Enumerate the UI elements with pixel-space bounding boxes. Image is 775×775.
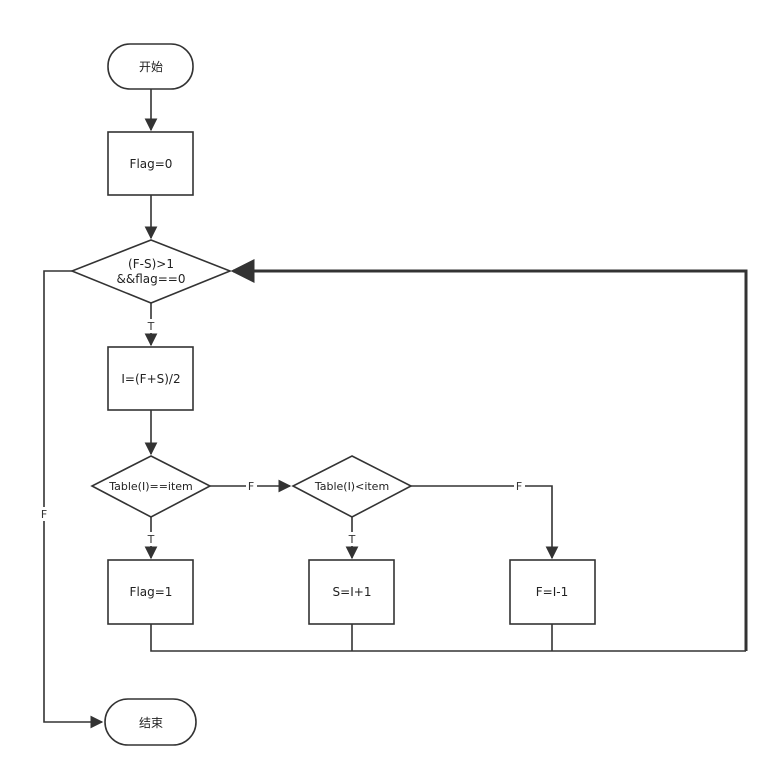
start-label: 开始 bbox=[139, 60, 163, 74]
found-process-box bbox=[107, 559, 194, 625]
mid-process-box bbox=[107, 346, 194, 411]
mid-label: I=(F+S)/2 bbox=[121, 372, 180, 386]
edge-loop-false bbox=[43, 270, 104, 729]
loop-decision-diamond bbox=[69, 239, 233, 304]
node-end: 结束 bbox=[104, 698, 197, 746]
edge-loop-back bbox=[230, 259, 748, 651]
eq-decision-diamond bbox=[90, 455, 212, 518]
edge-labels: T F T F T F bbox=[39, 319, 525, 546]
end-terminal bbox=[104, 698, 197, 746]
found-label: Flag=1 bbox=[130, 585, 173, 599]
loop-condition-line-1: (F-S)>1 bbox=[128, 257, 174, 271]
label-loop-true: T bbox=[147, 320, 155, 333]
lt-condition-label: Table(I)<item bbox=[314, 480, 389, 493]
label-lt-false: F bbox=[516, 480, 522, 493]
edge-lt-false bbox=[411, 485, 559, 560]
end-label: 结束 bbox=[139, 716, 163, 730]
node-move-s: S=I+1 bbox=[308, 559, 395, 625]
move-f-process-box bbox=[509, 559, 596, 625]
move-f-label: F=I-1 bbox=[536, 585, 568, 599]
node-start: 开始 bbox=[107, 43, 194, 90]
eq-condition-label: Table(I)==item bbox=[108, 480, 193, 493]
node-loop-condition: (F-S)>1 &&flag==0 bbox=[69, 239, 233, 304]
label-eq-true: T bbox=[147, 533, 155, 546]
move-s-label: S=I+1 bbox=[333, 585, 372, 599]
node-mid: I=(F+S)/2 bbox=[107, 346, 194, 411]
start-terminal bbox=[107, 43, 194, 90]
label-loop-false: F bbox=[41, 508, 47, 521]
node-eq-condition: Table(I)==item bbox=[90, 455, 212, 518]
loop-condition-line-2: &&flag==0 bbox=[117, 272, 186, 286]
node-lt-condition: Table(I)<item bbox=[291, 455, 413, 518]
edges bbox=[43, 89, 748, 729]
init-process-box bbox=[107, 131, 194, 196]
lt-decision-diamond bbox=[291, 455, 413, 518]
label-eq-false: F bbox=[248, 480, 254, 493]
edge-merge-found bbox=[150, 624, 746, 652]
init-label: Flag=0 bbox=[130, 157, 173, 171]
move-s-process-box bbox=[308, 559, 395, 625]
label-lt-true: T bbox=[348, 533, 356, 546]
node-move-f: F=I-1 bbox=[509, 559, 596, 625]
node-found: Flag=1 bbox=[107, 559, 194, 625]
node-init: Flag=0 bbox=[107, 131, 194, 196]
